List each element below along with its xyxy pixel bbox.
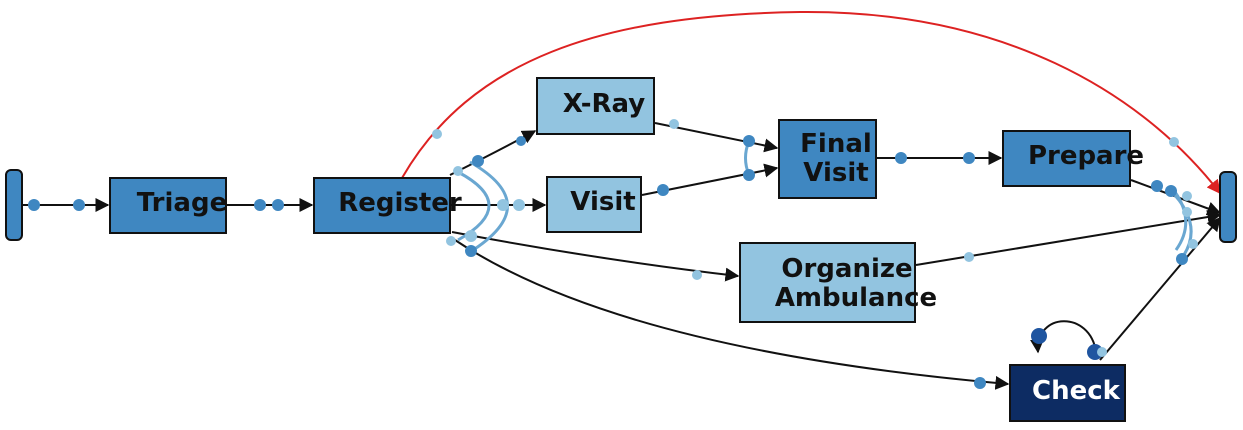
binding-dot xyxy=(28,199,40,211)
binding-dot xyxy=(73,199,85,211)
binding-dot xyxy=(743,135,755,147)
binding-dot xyxy=(472,155,484,167)
node-xray: X-Ray xyxy=(536,77,655,135)
binding-dot xyxy=(964,252,974,262)
binding-dot xyxy=(1188,239,1198,249)
node-organize-ambulance-label-line1: Organize xyxy=(781,254,912,284)
node-check-label: Check xyxy=(1032,376,1121,406)
node-register: Register xyxy=(313,177,462,234)
binding-dots xyxy=(28,119,1198,389)
node-register-label: Register xyxy=(338,188,462,218)
binding-dot xyxy=(1151,180,1163,192)
end-join-binding-inner xyxy=(1173,191,1188,251)
binding-dot xyxy=(692,270,702,280)
edge-register-check xyxy=(454,239,1010,390)
binding-dot xyxy=(272,199,284,211)
end-join-binding-outer xyxy=(1168,188,1193,259)
binding-dot xyxy=(974,377,986,389)
binding-dot xyxy=(669,119,679,129)
binding-dot xyxy=(513,199,525,211)
binding-dot xyxy=(895,152,907,164)
node-organize-ambulance: Organize Ambulance xyxy=(739,242,937,323)
node-visit: Visit xyxy=(546,176,642,233)
binding-dot xyxy=(1031,328,1047,344)
edge-organize-ambulance-end xyxy=(915,210,1222,266)
binding-dot xyxy=(432,129,442,139)
edge-check-end xyxy=(1099,216,1221,361)
binding-dot xyxy=(465,245,477,257)
edge-register-organize-ambulance xyxy=(451,231,740,282)
start-node xyxy=(5,169,23,241)
binding-dot xyxy=(465,230,477,242)
binding-dot xyxy=(1165,185,1177,197)
binding-dot xyxy=(254,199,266,211)
node-organize-ambulance-label-line2: Ambulance xyxy=(775,283,937,313)
end-node xyxy=(1219,171,1237,243)
node-triage-label: Triage xyxy=(137,188,227,218)
edge-register-end-highlight xyxy=(401,10,1221,195)
binding-dot xyxy=(497,199,509,211)
node-final-visit: Final Visit xyxy=(778,119,877,199)
binding-dot xyxy=(657,184,669,196)
binding-dot xyxy=(516,136,526,146)
binding-dot xyxy=(963,152,975,164)
binding-dot xyxy=(1182,207,1192,217)
node-visit-label: Visit xyxy=(570,187,635,217)
node-final-visit-label-line2: Visit xyxy=(803,158,868,188)
binding-dot xyxy=(1182,191,1192,201)
node-triage: Triage xyxy=(109,177,227,234)
node-prepare: Prepare xyxy=(1002,130,1144,187)
node-xray-label: X-Ray xyxy=(563,89,645,119)
binding-dot xyxy=(1176,253,1188,265)
node-final-visit-label-line1: Final xyxy=(800,129,872,159)
binding-dot xyxy=(446,236,456,246)
binding-dot xyxy=(743,169,755,181)
node-prepare-label: Prepare xyxy=(1028,141,1144,171)
binding-dot xyxy=(453,166,463,176)
node-check: Check xyxy=(1009,364,1126,422)
binding-dot xyxy=(1169,137,1179,147)
binding-dot xyxy=(1097,347,1107,357)
